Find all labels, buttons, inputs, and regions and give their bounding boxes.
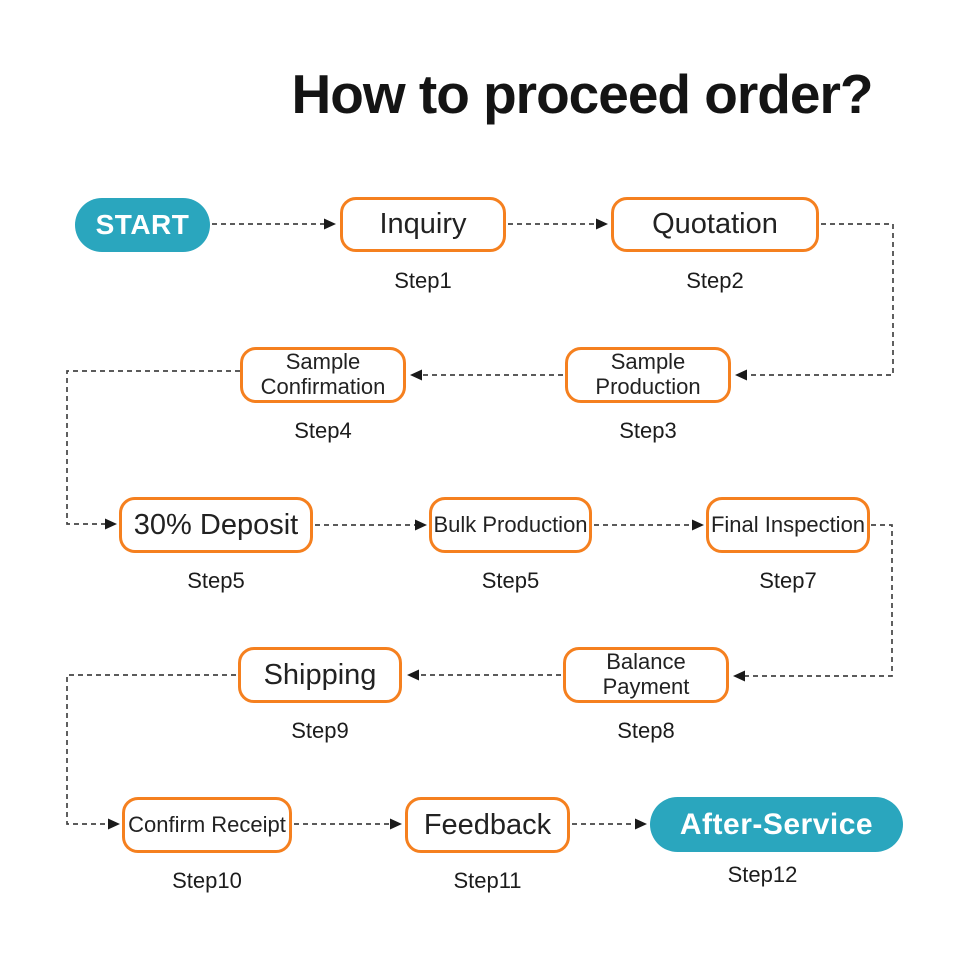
page-title: How to proceed order? (291, 63, 874, 125)
arrowhead (733, 670, 745, 682)
arrowheads (105, 218, 747, 830)
arrowhead (324, 218, 336, 230)
node-confirm-receipt: Confirm Receipt (122, 797, 292, 853)
arrowhead (735, 369, 747, 381)
arrowhead (596, 218, 608, 230)
step-label-8: Step8 (617, 718, 675, 743)
step-label-3: Step3 (619, 418, 677, 443)
step-label-7: Step7 (759, 568, 817, 593)
node-sample-production: Sample Production (565, 347, 731, 403)
step-label-10: Step10 (172, 868, 242, 893)
edge-shipping-confirmreceipt (66, 674, 236, 825)
step-label-1: Step1 (394, 268, 452, 293)
arrowhead (415, 519, 427, 531)
node-inquiry: Inquiry (340, 197, 506, 252)
node-after-service: After-Service (650, 797, 903, 852)
node-deposit-30: 30% Deposit (119, 497, 313, 553)
node-shipping: Shipping (238, 647, 402, 703)
node-start: START (75, 198, 210, 252)
arrowhead (410, 369, 422, 381)
step-label-4: Step4 (294, 418, 352, 443)
step-label-5: Step5 (187, 568, 245, 593)
arrowhead (635, 818, 647, 830)
node-feedback: Feedback (405, 797, 570, 853)
arrowhead (407, 669, 419, 681)
arrowhead (692, 519, 704, 531)
node-final-inspection: Final Inspection (706, 497, 870, 553)
step-label-2: Step2 (686, 268, 744, 293)
edge-finalinspection-balance (745, 524, 893, 677)
edge-sampleconf-deposit (66, 370, 240, 525)
node-bulk-production: Bulk Production (429, 497, 592, 553)
arrowhead (390, 818, 402, 830)
node-balance-payment: Balance Payment (563, 647, 729, 703)
step-label-12: Step12 (727, 862, 798, 887)
edge-quotation-sample-production (747, 223, 894, 376)
step-label-6: Step5 (481, 568, 540, 593)
arrowhead (105, 518, 117, 530)
step-label-11: Step11 (453, 868, 522, 893)
step-label-9: Step9 (291, 718, 349, 743)
arrowhead (108, 818, 120, 830)
node-quotation: Quotation (611, 197, 819, 252)
node-sample-confirmation: Sample Confirmation (240, 347, 406, 403)
